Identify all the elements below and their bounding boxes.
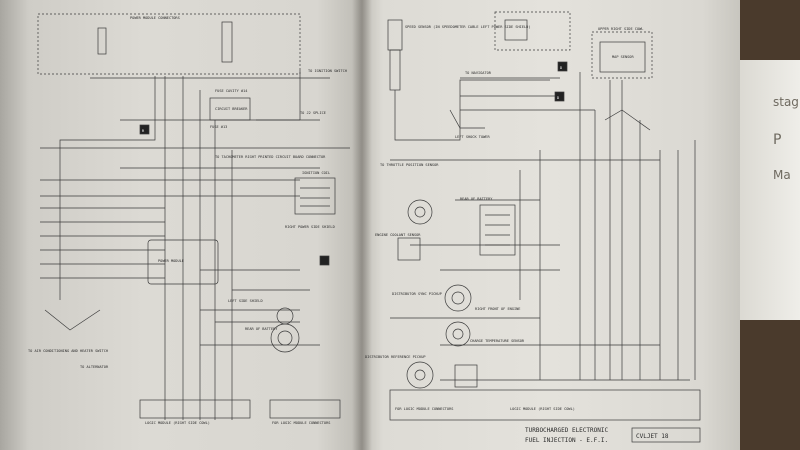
- page-title-line1: TURBOCHARGED ELECTRONIC: [525, 427, 608, 434]
- label-left-side-shield: LEFT SIDE SHIELD: [228, 299, 263, 303]
- label-to-air-conditioning: TO AIR CONDITIONING AND HEATER SWITCH: [28, 349, 108, 353]
- label-distributor-reference-pickup: DISTRIBUTOR REFERENCE PICKUP: [365, 355, 426, 359]
- label-right-power-side-shield: RIGHT POWER SIDE SHIELD: [285, 225, 335, 229]
- label-ignition-coil: IGNITION COIL: [302, 171, 330, 175]
- book-gutter: [352, 0, 372, 450]
- label-charge-temperature-sensor: CHARGE TEMPERATURE SENSOR: [470, 339, 525, 343]
- left-wiring-diagram: POWER MODULE CONNECTORS FUSE CAVITY #14 …: [28, 13, 350, 425]
- label-fuse: FUSE #13: [210, 125, 227, 129]
- label-left-shock-tower: LEFT SHOCK TOWER: [455, 135, 490, 139]
- label-power-module-connectors: POWER MODULE CONNECTORS: [130, 16, 180, 20]
- label-throttle-position-sensor: TO THROTTLE POSITION SENSOR: [380, 163, 439, 167]
- label-logic-module-right: FOR LOGIC MODULE CONNECTORS: [272, 421, 330, 425]
- label-speed-sensor: SPEED SENSOR (IN SPEEDOMETER CABLE LEFT …: [405, 25, 531, 29]
- right-page: [360, 0, 740, 450]
- label-rear-battery: REAR OF BATTERY: [245, 327, 278, 331]
- label-engine-coolant-sensor: ENGINE COOLANT SENSOR: [375, 233, 421, 237]
- label-logic-module-left: LOGIC MODULE (RIGHT SIDE COWL): [145, 421, 210, 425]
- bg-text-1: stag: [773, 95, 799, 109]
- label-ignition-switch: TO IGNITION SWITCH: [308, 69, 347, 73]
- label-power-module: POWER MODULE: [158, 259, 184, 263]
- label-map-sensor: MAP SENSOR: [612, 55, 634, 59]
- label-logic-module: LOGIC MODULE (RIGHT SIDE COWL): [510, 407, 575, 411]
- background-book: [730, 60, 800, 320]
- label-tachometer: TO TACHOMETER RIGHT PRINTED CIRCUIT BOAR…: [215, 155, 326, 159]
- bg-text-3: Ma: [773, 168, 791, 182]
- label-logic-module-connectors: FOR LOGIC MODULE CONNECTORS: [395, 407, 453, 411]
- page-code: CVLJET 18: [636, 433, 669, 440]
- page-title-line2: FUEL INJECTION - E.F.I.: [525, 437, 608, 444]
- label-distributor-sync-pickup: DISTRIBUTOR SYNC PICKUP: [392, 292, 442, 296]
- label-to-alternator: TO ALTERNATOR: [80, 365, 109, 369]
- label-circuit-breaker: CIRCUIT BREAKER: [215, 107, 248, 111]
- marker-right-b: D: [557, 96, 559, 100]
- bg-text-2: P: [773, 132, 782, 148]
- marker-left: R: [142, 129, 145, 133]
- label-rear-of-battery: REAR OF BATTERY: [460, 197, 493, 201]
- marker-right-a: D: [560, 66, 562, 70]
- label-fuse-cavity: FUSE CAVITY #14: [215, 89, 247, 93]
- label-upper-right-side-cowl: UPPER RIGHT SIDE COWL: [598, 27, 643, 31]
- label-splice: TO J2 SPLICE: [300, 111, 326, 115]
- label-right-front-engine: RIGHT FRONT OF ENGINE: [475, 307, 520, 311]
- label-to-navigator: TO NAVIGATOR: [465, 71, 492, 75]
- right-wiring-diagram: SPEED SENSOR (IN SPEEDOMETER CABLE LEFT …: [365, 11, 701, 444]
